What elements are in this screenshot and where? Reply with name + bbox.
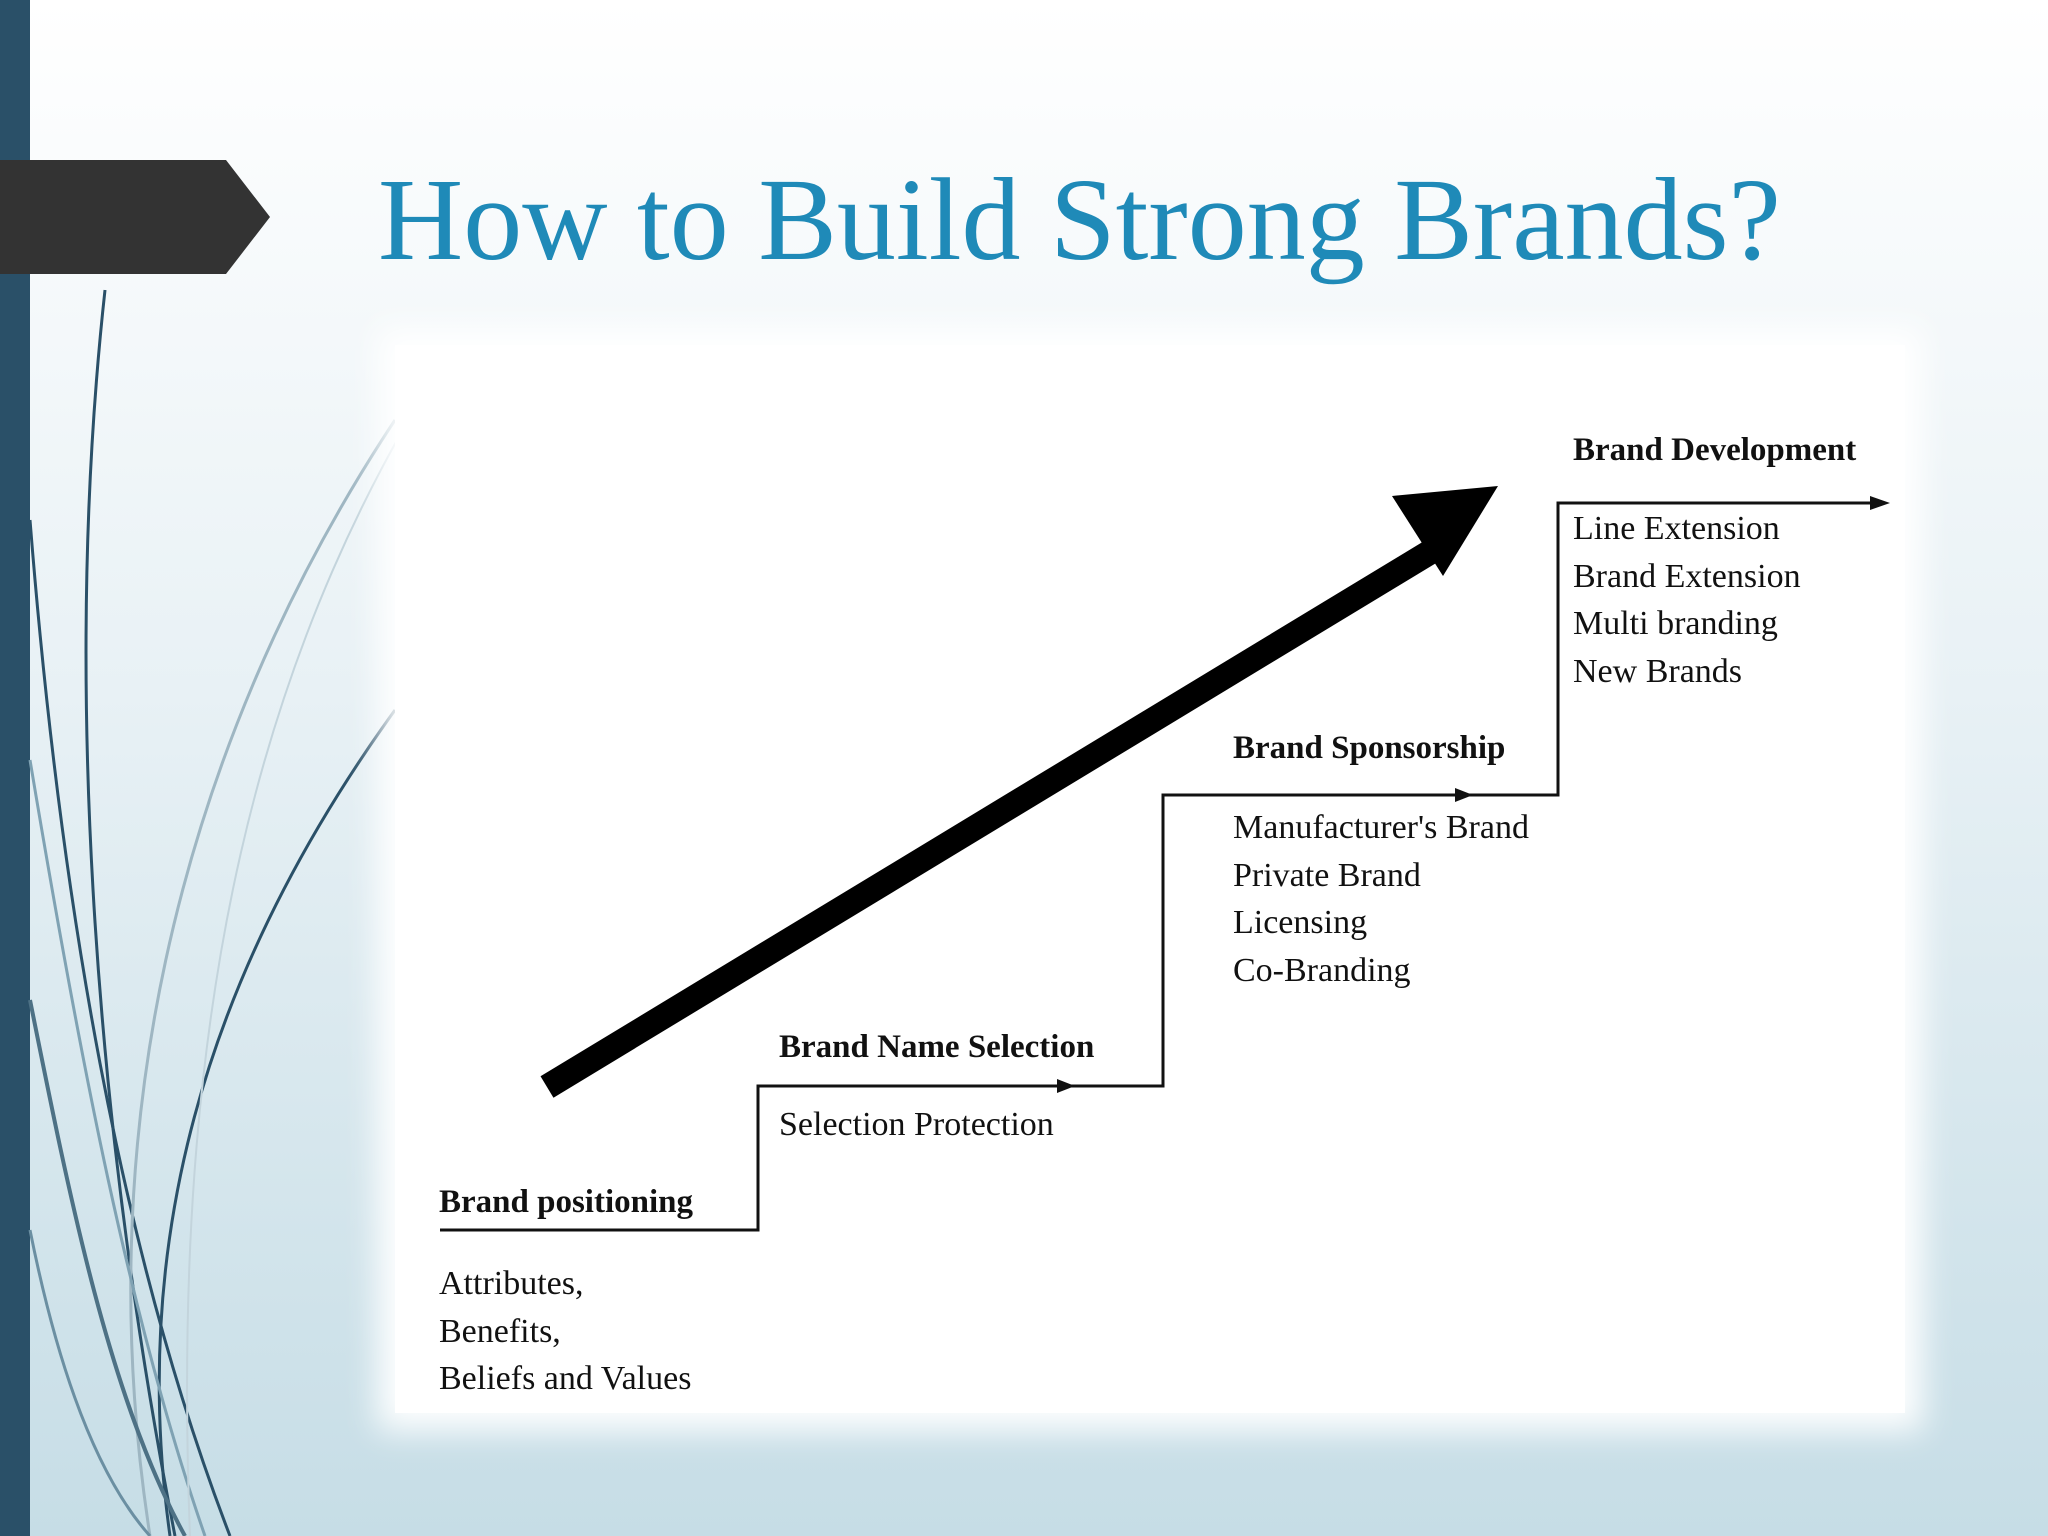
list-item: Multi branding (1573, 605, 1778, 642)
stage-items-brand-development: Line Extension Brand Extension Multi bra… (1573, 505, 1801, 695)
staircase-graphic (440, 486, 1890, 1232)
list-item: Co-Branding (1233, 951, 1411, 989)
stage-title-brand-positioning: Brand positioning (439, 1184, 694, 1220)
step-arrowhead-2 (1057, 1079, 1075, 1093)
list-item: Licensing (1233, 904, 1368, 941)
stage-items-brand-positioning: Attributes, Benefits, Beliefs and Values (439, 1260, 691, 1403)
list-item: Attributes, (439, 1265, 584, 1302)
stage-title-brand-development: Brand Development (1573, 432, 1857, 468)
list-item: Benefits, (439, 1312, 561, 1350)
growth-arrow-shaft (540, 529, 1457, 1098)
growth-arrow-head (1392, 486, 1498, 576)
list-item: Selection Protection (779, 1106, 1054, 1143)
decorative-curves (28, 289, 420, 1536)
staircase-line (440, 501, 1875, 1232)
list-item: Beliefs and Values (439, 1360, 692, 1397)
brand-building-diagram: Brand positioning Attributes, Benefits, … (395, 345, 1905, 1413)
slide-title: How to Build Strong Brands? (378, 154, 1781, 285)
list-item: Brand Extension (1573, 557, 1801, 595)
title-marker-arrow (0, 160, 270, 274)
stage-items-brand-sponsorship: Manufacturer's Brand Private Brand Licen… (1233, 804, 1529, 994)
list-item: Private Brand (1233, 856, 1421, 894)
step-arrowhead-3 (1455, 788, 1473, 802)
list-item: New Brands (1573, 652, 1743, 690)
step-arrowhead-4 (1870, 496, 1890, 510)
list-item: Manufacturer's Brand (1233, 809, 1529, 846)
list-item: Line Extension (1573, 510, 1780, 547)
stage-title-brand-name-selection: Brand Name Selection (779, 1029, 1095, 1065)
stage-items-brand-name-selection: Selection Protection (779, 1101, 1054, 1149)
stage-title-brand-sponsorship: Brand Sponsorship (1233, 730, 1506, 766)
